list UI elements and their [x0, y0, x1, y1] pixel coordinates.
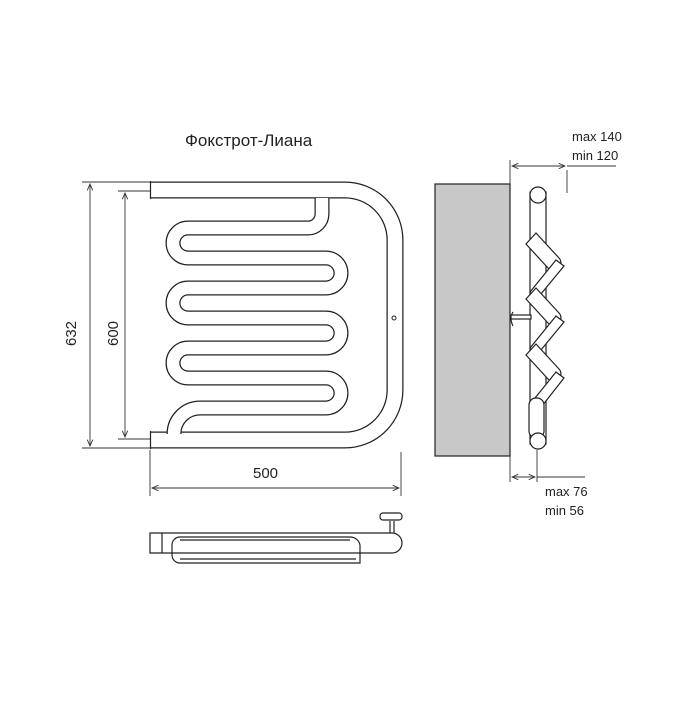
depth-min-label: min 120 [572, 148, 618, 163]
wall [434, 183, 511, 457]
side-view [434, 160, 616, 482]
front-view [149, 181, 404, 449]
depth-max-label: max 140 [572, 129, 622, 144]
top-view [149, 512, 403, 564]
dimension-lines [82, 181, 402, 496]
dimension-632: 632 [63, 321, 80, 346]
offset-max-label: max 76 [545, 484, 588, 499]
dimension-600: 600 [105, 321, 122, 346]
dimension-500: 500 [253, 465, 278, 482]
product-title: Фокстрот-Лиана [185, 131, 313, 150]
offset-min-label: min 56 [545, 503, 584, 518]
